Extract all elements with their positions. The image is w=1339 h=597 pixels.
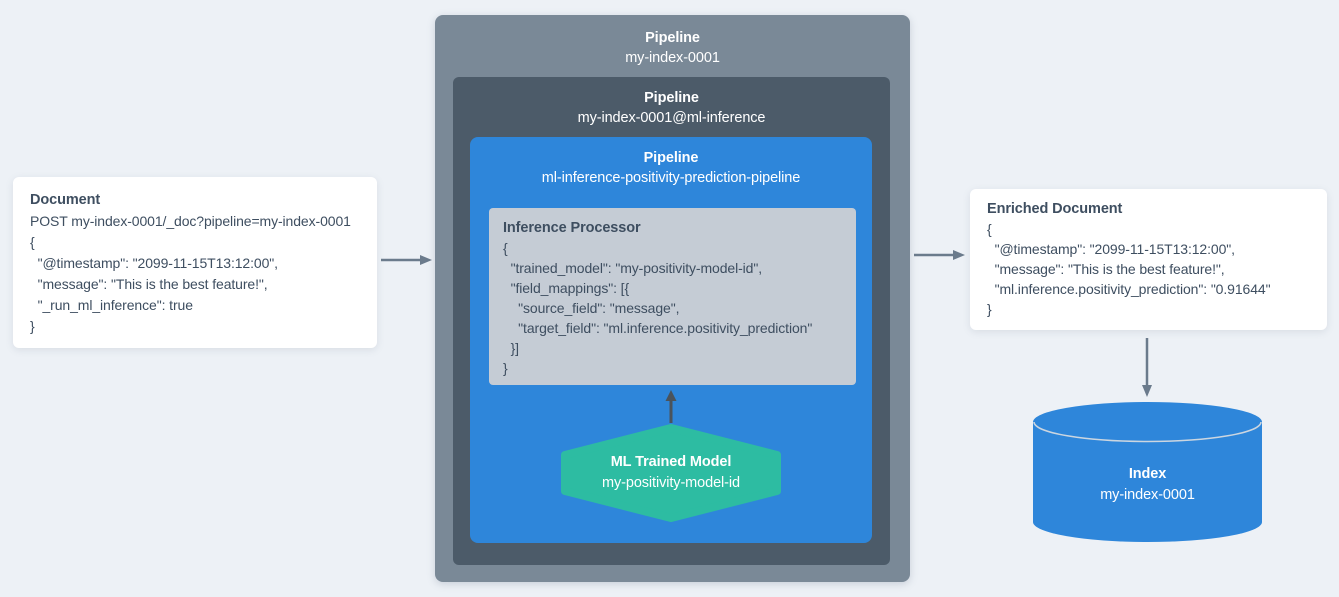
index-name: my-index-0001 [1100,487,1195,503]
arrow-model-to-processor [665,390,677,423]
ml-trained-model-title: ML Trained Model [610,454,732,470]
pipeline-positivity-box: Pipeline ml-inference-positivity-predict… [470,137,872,543]
cylinder-shape [1033,402,1262,542]
inference-processor-code: { "trained_model": "my-positivity-model-… [503,240,813,376]
ml-trained-model-hexagon: ML Trained Model my-positivity-model-id [560,424,782,522]
index-cylinder: Index my-index-0001 [1033,402,1262,542]
pipeline-ml-inference-box: Pipeline my-index-0001@ml-inference Pipe… [453,77,890,565]
arrow-pipeline-to-enriched [914,250,965,260]
document-card-title: Document [30,192,101,208]
pipeline-ml-inference-header: Pipeline my-index-0001@ml-inference [453,77,890,128]
pipeline-outer-name: my-index-0001 [625,50,720,66]
ml-trained-model-text: ML Trained Model my-positivity-model-id [560,424,782,522]
arrow-document-to-pipeline [381,255,432,265]
document-card-code: POST my-index-0001/_doc?pipeline=my-inde… [30,213,351,334]
pipeline-ml-inference-name: my-index-0001@ml-inference [577,110,766,126]
arrow-enriched-to-index [1142,338,1152,397]
enriched-document-code: { "@timestamp": "2099-11-15T13:12:00", "… [987,221,1271,317]
pipeline-positivity-name: ml-inference-positivity-prediction-pipel… [541,170,801,186]
pipeline-outer-box: Pipeline my-index-0001 Pipeline my-index… [435,15,910,582]
pipeline-positivity-label: Pipeline [643,150,699,166]
pipeline-positivity-header: Pipeline ml-inference-positivity-predict… [470,137,872,188]
index-title: Index [1128,466,1167,482]
ml-trained-model-name: my-positivity-model-id [602,475,740,491]
pipeline-ml-inference-label: Pipeline [644,90,699,106]
hexagon-shape [561,424,781,522]
pipeline-outer-label: Pipeline [645,30,700,46]
document-card: Document POST my-index-0001/_doc?pipelin… [13,177,377,348]
pipeline-outer-header: Pipeline my-index-0001 [435,15,910,68]
enriched-document-title: Enriched Document [987,201,1123,217]
enriched-document-card: Enriched Document { "@timestamp": "2099-… [970,189,1327,330]
inference-processor-box: Inference Processor { "trained_model": "… [489,208,856,385]
inference-processor-title: Inference Processor [503,220,641,236]
index-cylinder-text: Index my-index-0001 [1033,464,1262,506]
